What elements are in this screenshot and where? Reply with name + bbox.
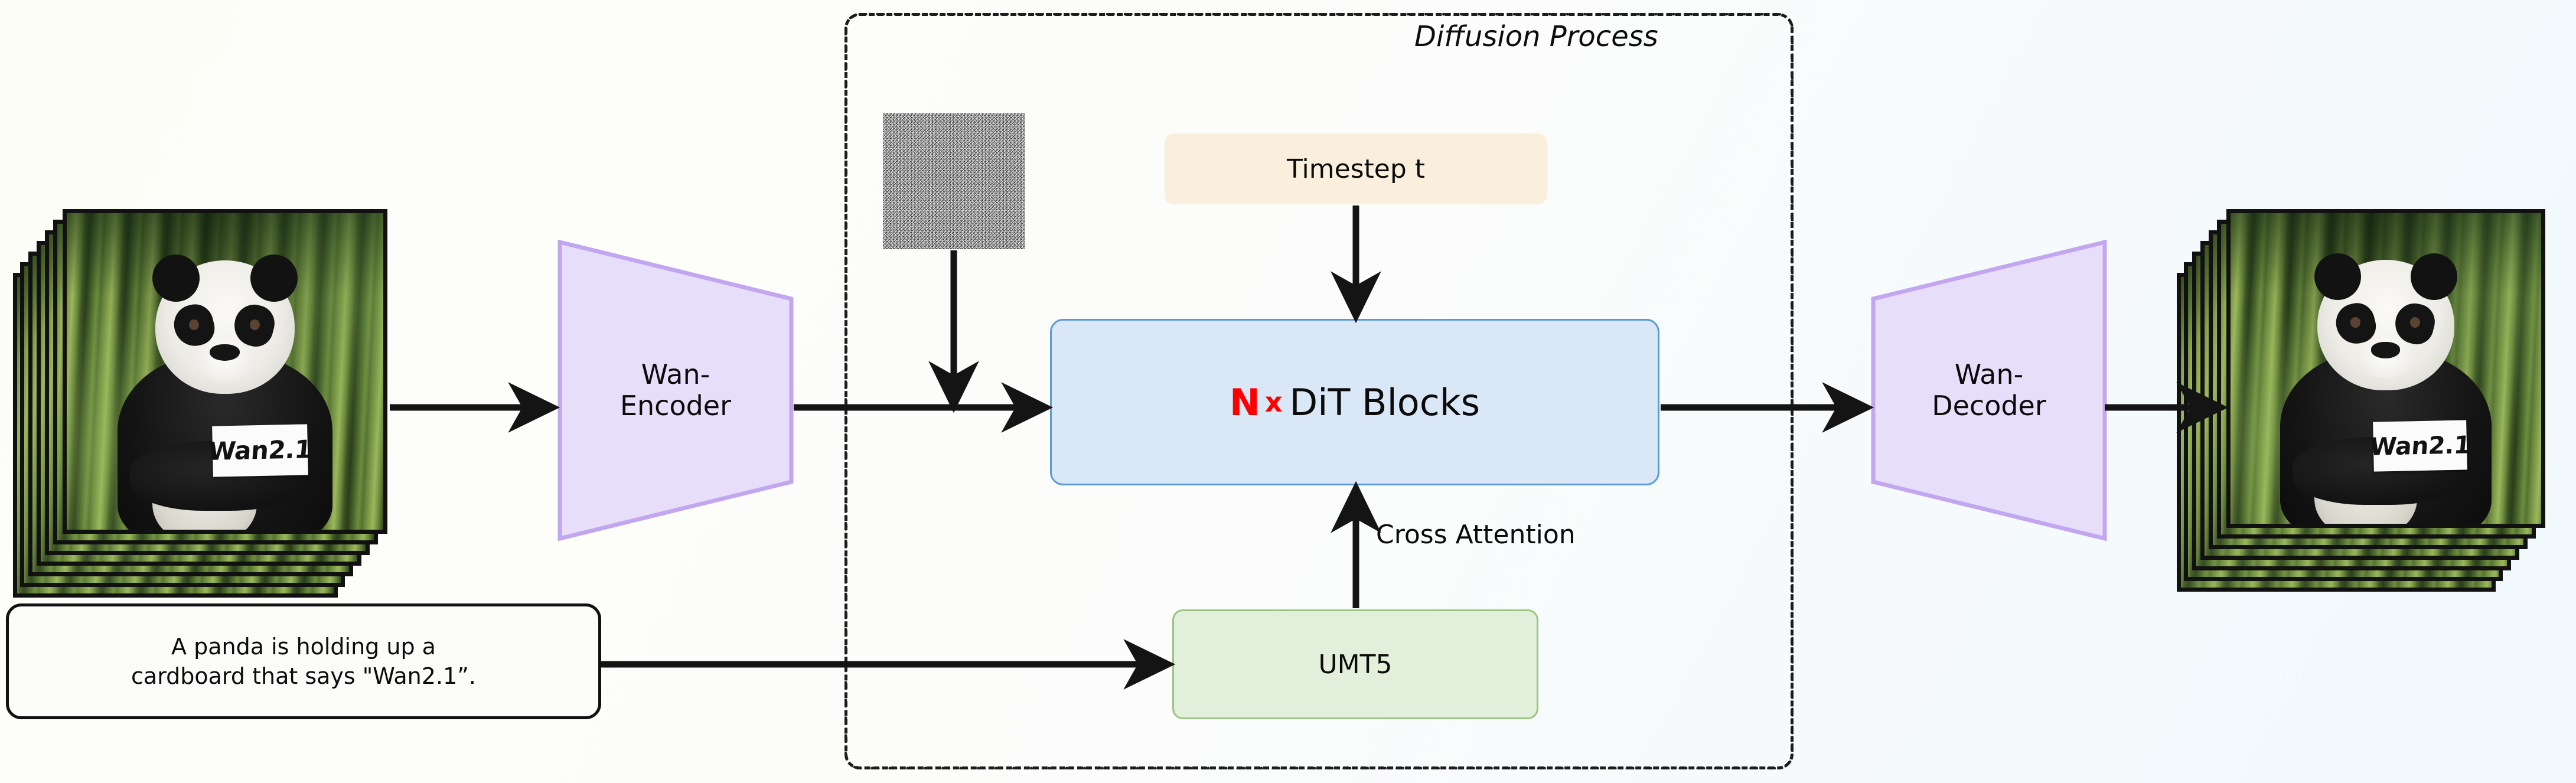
output-frame-stack: Wan2.1 bbox=[2177, 184, 2576, 598]
dit-times-symbol: x bbox=[1264, 386, 1283, 418]
cardboard-sign-text: Wan2.1 bbox=[2368, 430, 2471, 462]
cardboard-sign: Wan2.1 bbox=[2369, 420, 2471, 472]
wan-decoder-shape bbox=[1871, 240, 2107, 541]
cardboard-sign: Wan2.1 bbox=[207, 424, 312, 477]
video-frame-front: Wan2.1 bbox=[63, 209, 387, 534]
dit-blocks-label: DiT Blocks bbox=[1289, 380, 1481, 424]
input-frame-stack: Wan2.1 bbox=[13, 184, 426, 598]
prompt-line-1: A panda is holding up a bbox=[171, 633, 436, 660]
dit-n-symbol: N bbox=[1229, 380, 1260, 424]
umt5-node[interactable]: UMT5 bbox=[1172, 609, 1538, 719]
wan-decoder-node[interactable]: Wan- Decoder bbox=[1871, 240, 2107, 541]
panda-illustration bbox=[67, 213, 383, 530]
dit-blocks-node[interactable]: N x DiT Blocks bbox=[1050, 319, 1659, 485]
umt5-label: UMT5 bbox=[1318, 649, 1393, 680]
diffusion-process-label: Diffusion Process bbox=[1414, 20, 1658, 53]
panda-illustration bbox=[2231, 213, 2541, 524]
timestep-node[interactable]: Timestep t bbox=[1165, 133, 1547, 204]
cardboard-sign-text: Wan2.1 bbox=[207, 435, 313, 466]
prompt-text-box[interactable]: A panda is holding up a cardboard that s… bbox=[6, 603, 601, 719]
video-frame-front: Wan2.1 bbox=[2226, 209, 2545, 528]
prompt-line-2: cardboard that says "Wan2.1”. bbox=[131, 663, 476, 689]
wan-encoder-node[interactable]: Wan- Encoder bbox=[557, 240, 794, 541]
wan-encoder-shape bbox=[557, 240, 794, 541]
noise-latent-patch bbox=[883, 113, 1025, 249]
timestep-label: Timestep t bbox=[1286, 154, 1426, 184]
cross-attention-label: Cross Attention bbox=[1376, 520, 1576, 550]
